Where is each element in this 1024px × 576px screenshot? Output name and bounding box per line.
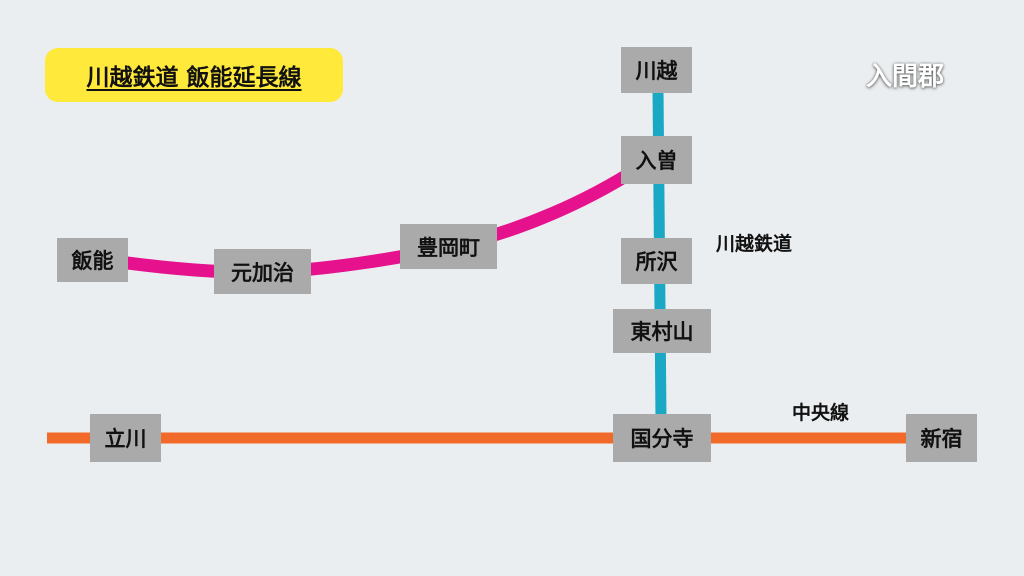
station-iriso[interactable]: 入曽: [621, 136, 692, 184]
chuo-line-label: 中央線: [792, 402, 850, 424]
station-toyooka[interactable]: 豊岡町: [400, 224, 497, 269]
station-hanno[interactable]: 飯能: [57, 238, 128, 282]
station-tokorozawa[interactable]: 所沢: [621, 238, 692, 284]
station-kawagoe[interactable]: 川越: [621, 47, 692, 93]
region-label: 入間郡: [866, 62, 945, 92]
station-kokubunji[interactable]: 国分寺: [613, 414, 711, 462]
map-title: 川越鉄道 飯能延長線: [45, 48, 343, 102]
station-higashimurayama[interactable]: 東村山: [613, 309, 711, 353]
kawagoe-railway-label: 川越鉄道: [716, 233, 793, 255]
map-title-text: 川越鉄道 飯能延長線: [86, 65, 302, 91]
station-tachikawa[interactable]: 立川: [90, 414, 161, 462]
hanno-extension-line: [113, 158, 650, 279]
station-shinjuku[interactable]: 新宿: [906, 414, 977, 462]
station-motokaji[interactable]: 元加治: [214, 249, 311, 294]
